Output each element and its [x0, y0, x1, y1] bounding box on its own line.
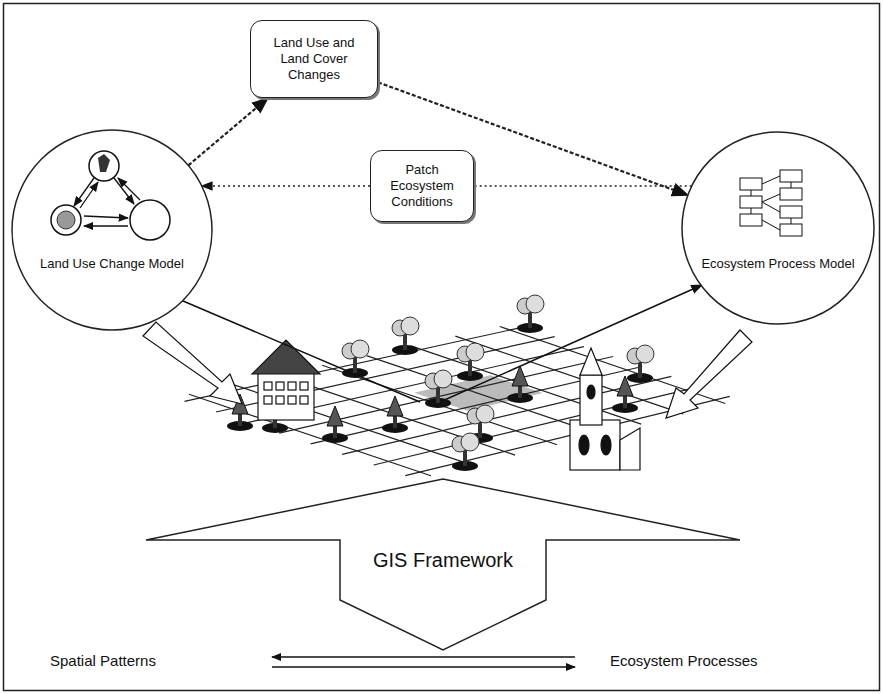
- tree-icon: [322, 406, 348, 443]
- tree-icon: [517, 295, 544, 333]
- circle-outline: [680, 130, 876, 326]
- process-box: Land Use and Land Cover Changes: [250, 20, 378, 98]
- circle-outline: [10, 128, 214, 332]
- flowchart-icon: [740, 170, 802, 236]
- tree-icon: [507, 366, 533, 403]
- process-arrow: [272, 656, 575, 657]
- model-circle: Ecosystem Process Model: [680, 130, 876, 326]
- landscape-grid: [185, 327, 730, 476]
- tree-icon: [425, 370, 452, 408]
- process-arrow: [272, 666, 575, 667]
- tree-icon: [392, 317, 419, 355]
- node-label: Ecosystem Process Model: [696, 256, 860, 272]
- connector: [188, 98, 268, 165]
- church-icon: [570, 348, 640, 470]
- feedback-arrow: [162, 292, 420, 402]
- tree-icon: [452, 433, 479, 471]
- axis-label: Spatial Patterns: [50, 652, 156, 669]
- feedback-arrow: [440, 285, 702, 402]
- connector: [474, 185, 692, 187]
- framework-title: GIS Framework: [348, 548, 538, 573]
- hollow-arrow: [143, 322, 242, 404]
- grid-line: [233, 385, 473, 466]
- model-circle: Land Use Change Model: [10, 128, 214, 332]
- grid-line: [374, 386, 701, 465]
- process-box: Patch Ecosystem Conditions: [370, 150, 474, 222]
- node-label: Land Use and Land Cover Changes: [259, 35, 369, 84]
- frame: [4, 4, 880, 691]
- tree-icon: [457, 343, 484, 381]
- framework-arrow: GIS Framework: [145, 478, 741, 652]
- tree-icon: [627, 345, 654, 383]
- hollow-arrow: [666, 330, 752, 418]
- grid-line: [455, 336, 683, 414]
- node-label: Land Use Change Model: [26, 256, 198, 272]
- tree-icon: [342, 340, 369, 378]
- agent-icons: [51, 151, 170, 240]
- vegetation: [227, 295, 654, 471]
- node-label: Patch Ecosystem Conditions: [379, 162, 465, 211]
- axis-label: Ecosystem Processes: [610, 652, 758, 669]
- tree-icon: [382, 396, 408, 433]
- house-icon: [252, 340, 320, 420]
- connector: [202, 185, 370, 187]
- grid-line: [411, 346, 641, 424]
